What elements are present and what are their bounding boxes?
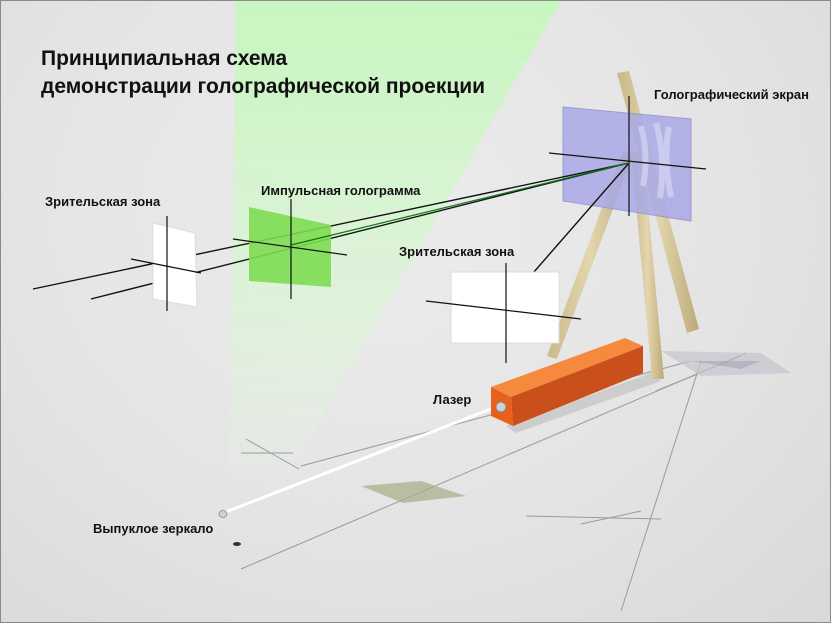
hologram-crosshair	[232, 199, 348, 299]
label-holographic-screen: Голографический экран	[654, 87, 809, 102]
label-convex-mirror: Выпуклое зеркало	[93, 521, 214, 536]
label-viewing-zone-left: Зрительская зона	[45, 194, 161, 209]
label-pulse-hologram: Импульсная голограмма	[261, 183, 421, 198]
title-line-1: Принципиальная схема	[41, 47, 288, 70]
viewing-zone-right	[450, 271, 560, 344]
label-laser: Лазер	[433, 392, 472, 407]
hologram-shadow	[361, 481, 466, 503]
laser-device	[491, 338, 643, 426]
title-line-2: демонстрации голографической проекции	[41, 75, 486, 98]
laser-beam	[222, 405, 497, 515]
light-cone	[229, 1, 561, 471]
viewing-zone-left	[152, 222, 198, 308]
screen-crosshair	[548, 96, 707, 216]
page-title: Принципиальная схема демонстрации гологр…	[41, 45, 485, 101]
convex-mirror	[218, 510, 241, 546]
label-viewing-zone-right: Зрительская зона	[399, 244, 515, 259]
